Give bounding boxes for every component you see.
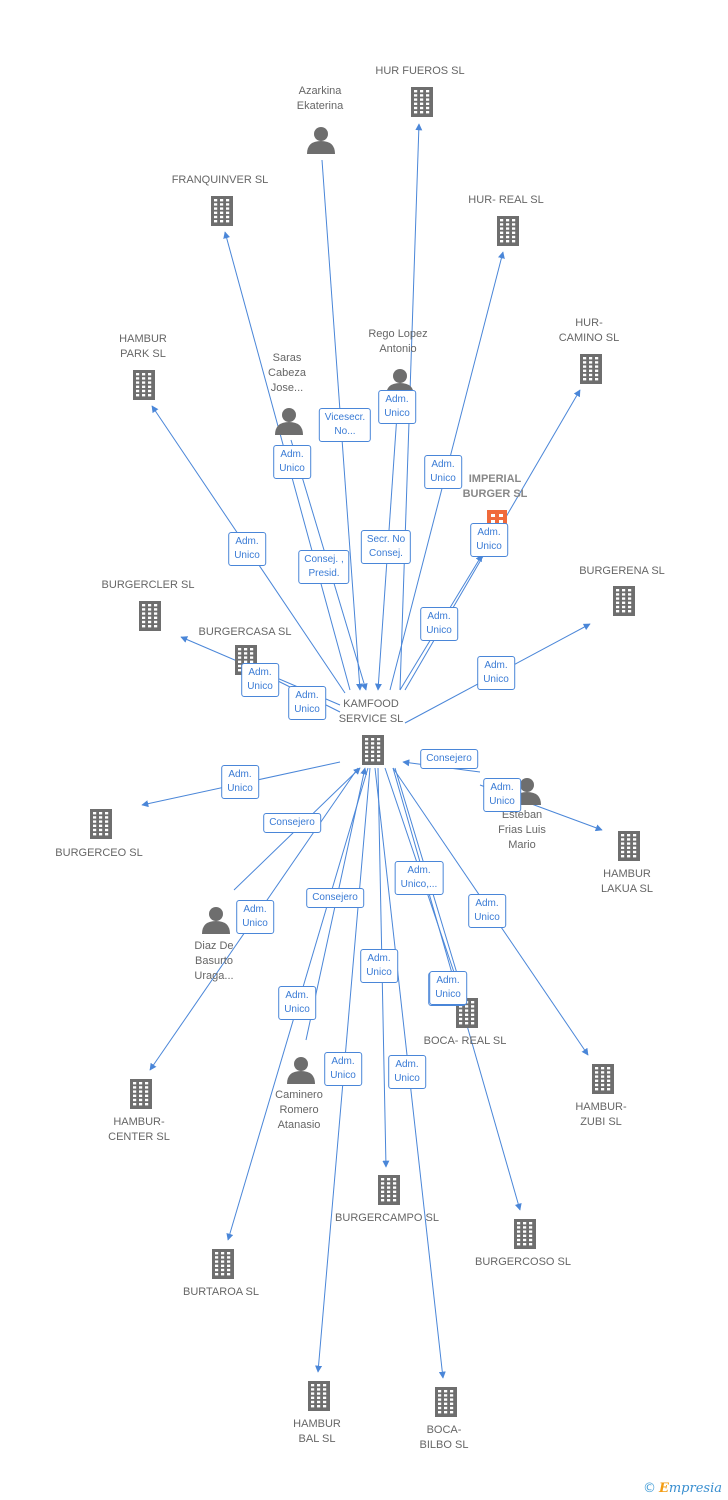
relation-label-kamfood-hurcamino[interactable]: Adm. Unico [420, 607, 458, 641]
relation-label-kamfood-hurfueros[interactable]: Adm. Unico [378, 390, 416, 424]
brand-name: mpresia [668, 1481, 722, 1496]
footer-brand[interactable]: ©Empresia [643, 1481, 722, 1496]
node-label-hurfueros[interactable]: HUR FUEROS SL [375, 65, 465, 77]
node-label-esteban[interactable]: Esteban Frias Luis Mario [498, 809, 546, 851]
node-label-bocabilbo[interactable]: BOCA- BILBO SL [419, 1424, 469, 1451]
relation-label-kamfood-burgerena[interactable]: Adm. Unico [477, 656, 515, 690]
node-label-burgerceo[interactable]: BURGERCEO SL [55, 847, 143, 859]
building-icon[interactable] [130, 1079, 152, 1109]
node-label-bocareal[interactable]: BOCA- REAL SL [423, 1035, 507, 1047]
node-label-saras[interactable]: Saras Cabeza Jose... [268, 352, 306, 394]
node-label-burtaroa[interactable]: BURTAROA SL [182, 1286, 260, 1298]
relation-label-azarkina-kamfood[interactable]: Vicesecr. No... [318, 408, 372, 442]
node-label-azarkina[interactable]: Azarkina Ekaterina [296, 85, 344, 112]
relation-label-diaz-kamfood[interactable]: Consejero [263, 813, 321, 833]
relation-label-kamfood-hamburpark[interactable]: Adm. Unico [228, 532, 266, 566]
relation-label-kamfood-franquinver[interactable]: Adm. Unico [273, 445, 311, 479]
node-label-burgercasa[interactable]: BURGERCASA SL [198, 626, 292, 638]
relation-label-kamfood-imperial[interactable]: Adm. Unico [470, 523, 508, 557]
building-icon[interactable] [212, 1249, 234, 1279]
relation-label-kamfood-burtaroa[interactable]: Adm. Unico [278, 986, 316, 1020]
building-icon[interactable] [435, 1387, 457, 1417]
building-icon[interactable] [592, 1064, 614, 1094]
relation-label-kamfood-burgercasa[interactable]: Adm. Unico [288, 686, 326, 720]
relation-label-kamfood-burgercampo[interactable]: Adm. Unico [360, 949, 398, 983]
node-label-imperial[interactable]: IMPERIAL BURGER SL [462, 473, 528, 500]
relation-label-kamfood-burgerceo[interactable]: Adm. Unico [221, 765, 259, 799]
person-icon[interactable] [275, 408, 303, 435]
relation-label-saras-kamfood[interactable]: Consej. , Presid. [298, 550, 350, 584]
building-icon[interactable] [580, 354, 602, 384]
relation-label-kamfood-hamburzubi[interactable]: Adm. Unico [468, 894, 506, 928]
relation-label-kamfood-hurreal[interactable]: Adm. Unico [424, 455, 462, 489]
relation-label-kamfood-bocareal[interactable]: Adm. Unico,... [394, 861, 444, 895]
person-icon[interactable] [307, 127, 335, 154]
relation-label-kamfood-hamburcenter[interactable]: Adm. Unico [236, 900, 274, 934]
relation-label-regolopez-kamfood[interactable]: Secr. No Consej. [360, 530, 412, 564]
copyright-symbol: © [642, 1481, 656, 1496]
node-label-hamburpark[interactable]: HAMBUR PARK SL [119, 333, 167, 360]
node-label-kamfood[interactable]: KAMFOOD SERVICE SL [338, 698, 404, 725]
building-icon[interactable] [362, 735, 384, 765]
building-icon[interactable] [618, 831, 640, 861]
person-icon[interactable] [202, 907, 230, 934]
node-label-burgercoso[interactable]: BURGERCOSO SL [475, 1256, 571, 1268]
relation-label-kamfood-hamburbal[interactable]: Adm. Unico [324, 1052, 362, 1086]
node-label-hurcamino[interactable]: HUR- CAMINO SL [558, 317, 620, 344]
building-icon[interactable] [378, 1175, 400, 1205]
relation-label-caminero-kamfood[interactable]: Consejero [306, 888, 364, 908]
node-label-hamburzubi[interactable]: HAMBUR- ZUBI SL [575, 1101, 627, 1128]
person-icon[interactable] [287, 1057, 315, 1084]
node-label-regolopez[interactable]: Rego Lopez Antonio [368, 328, 428, 355]
relation-label-kamfood-bocareal[interactable]: Adm. Unico [429, 971, 467, 1005]
node-label-burgerena[interactable]: BURGERENA SL [579, 565, 665, 577]
node-label-hamburbal[interactable]: HAMBUR BAL SL [293, 1418, 341, 1445]
node-label-diaz[interactable]: Diaz De Basurto Uraga... [194, 940, 234, 982]
building-icon[interactable] [411, 87, 433, 117]
node-label-hamburcenter[interactable]: HAMBUR- CENTER SL [108, 1116, 170, 1143]
building-icon[interactable] [613, 586, 635, 616]
building-icon[interactable] [497, 216, 519, 246]
building-icon[interactable] [133, 370, 155, 400]
relation-label-kamfood-bocabilbo[interactable]: Adm. Unico [388, 1055, 426, 1089]
node-label-caminero[interactable]: Caminero Romero Atanasio [275, 1089, 323, 1131]
node-label-burgercler[interactable]: BURGERCLER SL [101, 579, 195, 591]
building-icon[interactable] [139, 601, 161, 631]
relation-label-kamfood-burgercler[interactable]: Adm. Unico [241, 663, 279, 697]
relation-label-esteban-kamfood[interactable]: Consejero [420, 749, 478, 769]
building-icon[interactable] [308, 1381, 330, 1411]
node-label-burgercampo[interactable]: BURGERCAMPO SL [335, 1212, 439, 1224]
node-label-hurreal[interactable]: HUR- REAL SL [468, 194, 544, 206]
node-label-hamburlakua[interactable]: HAMBUR LAKUA SL [601, 868, 653, 895]
building-icon[interactable] [211, 196, 233, 226]
relation-label-kamfood-hamburlakua[interactable]: Adm. Unico [483, 778, 521, 812]
brand-initial: E [658, 1481, 669, 1496]
node-label-franquinver[interactable]: FRANQUINVER SL [171, 174, 269, 186]
building-icon[interactable] [90, 809, 112, 839]
building-icon[interactable] [514, 1219, 536, 1249]
